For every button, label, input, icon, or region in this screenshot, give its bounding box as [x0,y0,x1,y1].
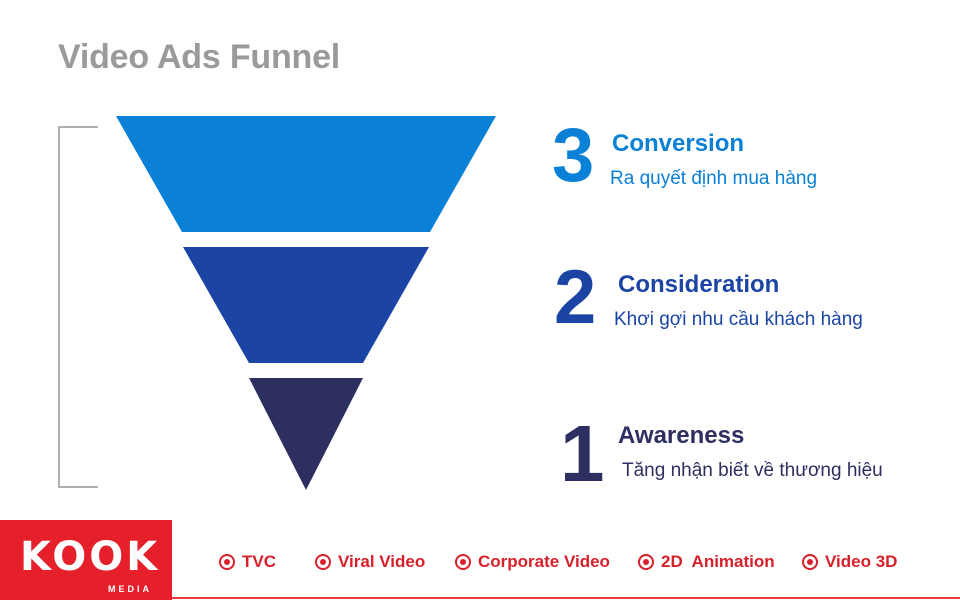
page-title: Video Ads Funnel [58,38,341,76]
brand-logo-text: KOOK [20,534,161,580]
stage-number: 1 [560,409,605,498]
service-item-corporate-video: Corporate Video [455,552,610,572]
service-label: 2D Animation [661,552,775,571]
service-item-viral-video: Viral Video [315,552,425,572]
radio-dot-icon [802,554,818,570]
stage-consideration: 2 Consideration Khơi gợi nhu cầu khách h… [554,260,894,340]
brand-logo-sub: MEDIA [108,584,152,594]
services-list: TVC Viral Video Corporate Video 2D Anima… [0,552,960,582]
radio-dot-icon [219,554,235,570]
funnel-segment-conversion [116,116,496,232]
footer-divider [0,597,960,599]
stage-description: Khơi gợi nhu cầu khách hàng [614,309,863,330]
service-label: Corporate Video [478,552,610,571]
service-item-video-3d: Video 3D [802,552,897,572]
service-label: Video 3D [825,552,898,571]
stage-conversion: 3 Conversion Ra quyết định mua hàng [552,113,872,200]
stage-name: Conversion [612,130,745,157]
radio-dot-icon [455,554,471,570]
service-label: TVC [242,552,276,571]
radio-dot-icon [638,554,654,570]
brand-logo [0,520,172,600]
stage-name: Consideration [618,271,780,298]
stage-description: Ra quyết định mua hàng [610,168,818,189]
service-item-2d-animation: 2D Animation [638,552,775,572]
stage-description: Tăng nhận biết về thương hiệu [622,460,883,481]
service-label: Viral Video [338,552,426,571]
funnel-bracket [58,126,98,488]
funnel-segment-consideration [183,247,429,363]
stage-name: Awareness [618,422,745,449]
radio-dot-icon [315,554,331,570]
stage-awareness: 1 Awareness Tăng nhận biết về thương hiệ… [560,412,920,498]
stage-number: 3 [552,113,595,198]
service-item-tvc: TVC [219,552,276,572]
stage-number: 2 [554,255,597,340]
funnel-segment-awareness [249,378,363,490]
